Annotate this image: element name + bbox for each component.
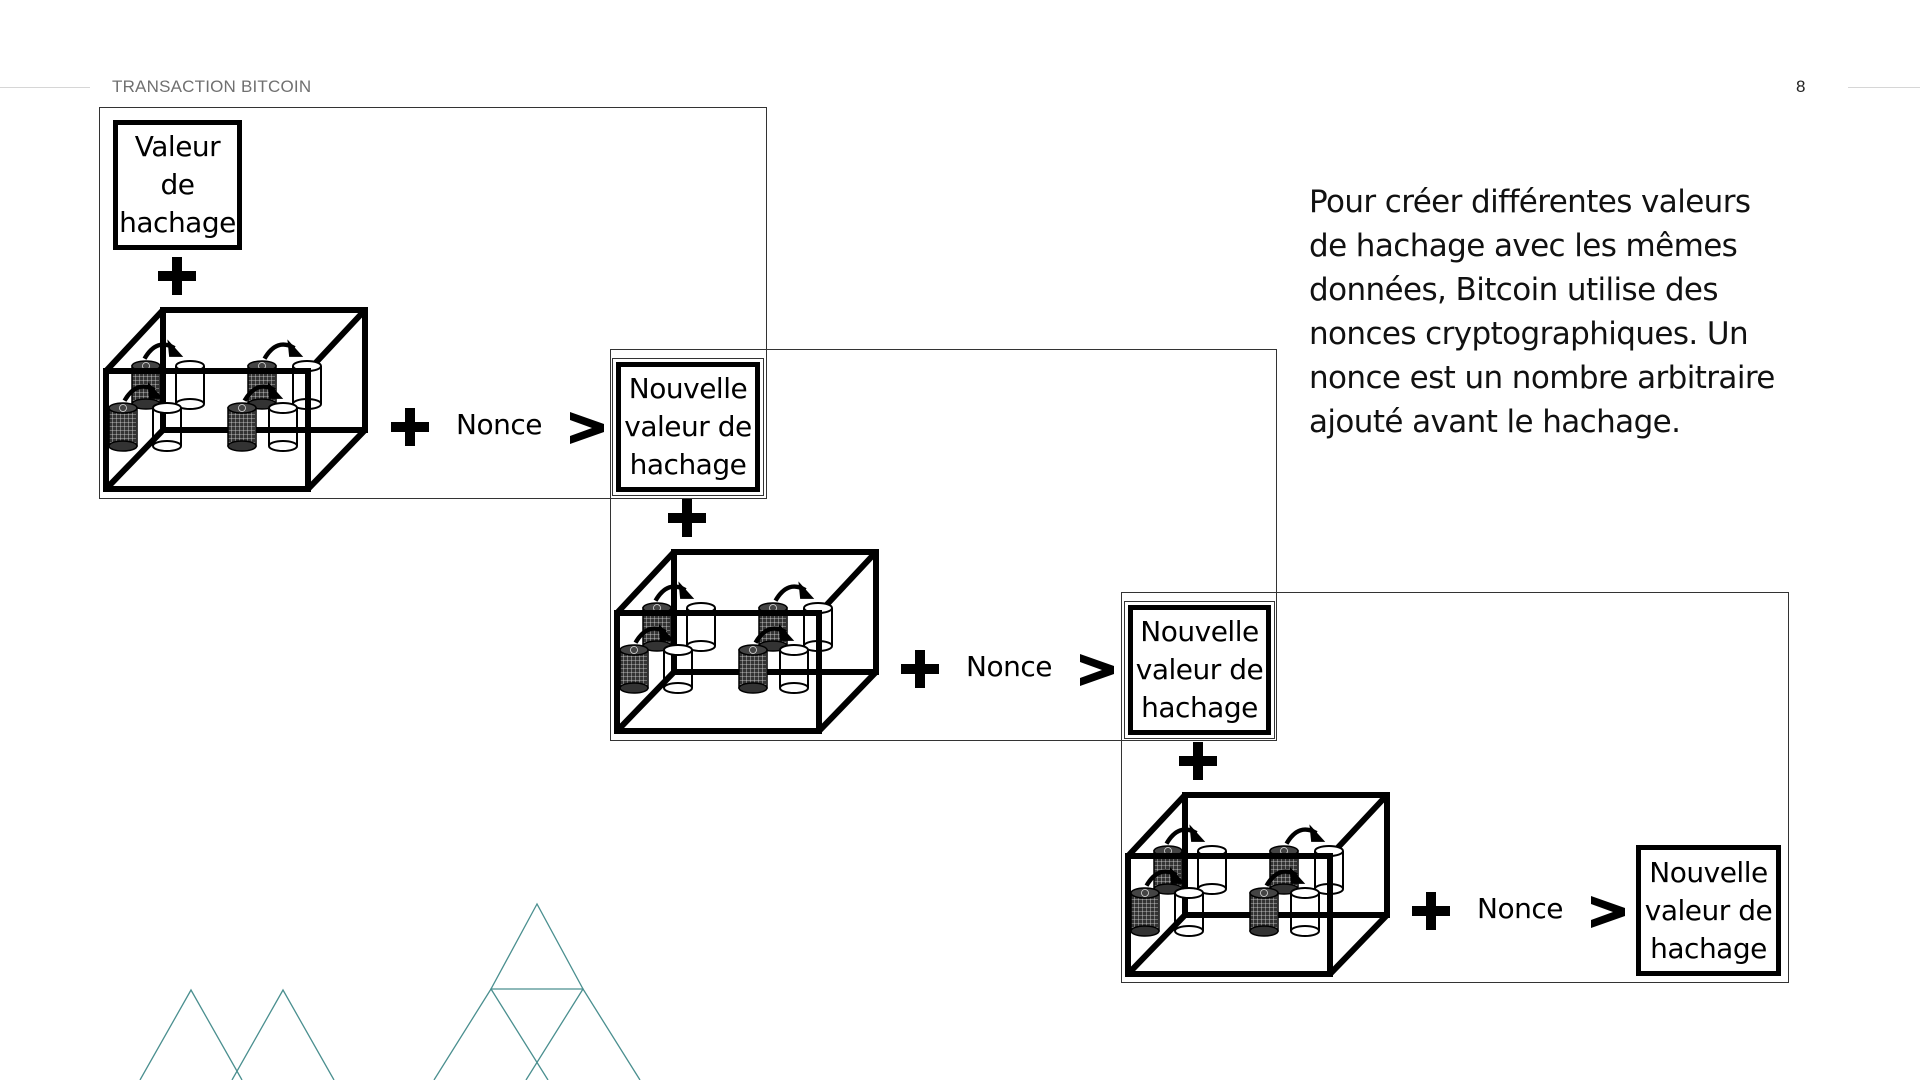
plus-icon [158, 257, 196, 295]
plus-icon [1179, 742, 1217, 780]
triangle-decoration [139, 902, 641, 1080]
section-title: TRANSACTION BITCOIN [112, 77, 312, 96]
page-number: 8 [1796, 77, 1806, 96]
initial-hash-box: Valeur de hachage [113, 120, 242, 250]
transaction-block-icon [101, 304, 369, 494]
nonce-label: Nonce [1477, 892, 1563, 925]
triangle-shape [525, 987, 641, 1080]
arrow-right-icon [1078, 650, 1116, 690]
plus-icon [391, 408, 429, 446]
nonce-label: Nonce [456, 408, 542, 441]
new-hash-box-1: Nouvelle valeur de hachage [612, 358, 764, 496]
new-hash-box-2: Nouvelle valeur de hachage [1124, 601, 1275, 739]
header-rule-right [1848, 87, 1920, 88]
description-text: Pour créer différentes valeurs de hachag… [1309, 184, 1775, 440]
triangle-shape [139, 988, 243, 1080]
new-hash-label: Nouvelle valeur de hachage [1135, 615, 1264, 724]
transaction-block-icon [612, 546, 880, 736]
new-hash-label: Nouvelle valeur de hachage [1644, 855, 1773, 965]
arrow-right-icon [1589, 892, 1627, 932]
step-frame-1 [99, 107, 767, 499]
arrow-right-icon [568, 408, 606, 448]
step-frame-3 [1121, 592, 1789, 983]
triangle-shape [433, 987, 549, 1080]
step-frame-2 [610, 349, 1277, 741]
plus-icon [1412, 892, 1450, 930]
header-rule-left [0, 87, 90, 88]
plus-icon [901, 650, 939, 688]
initial-hash-label: Valeur de hachage [119, 130, 236, 239]
triangle-shape [489, 902, 585, 990]
triangle-shape [231, 988, 335, 1080]
new-hash-label: Nouvelle valeur de hachage [624, 372, 752, 481]
new-hash-box-3: Nouvelle valeur de hachage [1636, 845, 1781, 976]
plus-icon [668, 499, 706, 537]
transaction-block-icon [1123, 789, 1391, 979]
nonce-label: Nonce [966, 650, 1052, 683]
